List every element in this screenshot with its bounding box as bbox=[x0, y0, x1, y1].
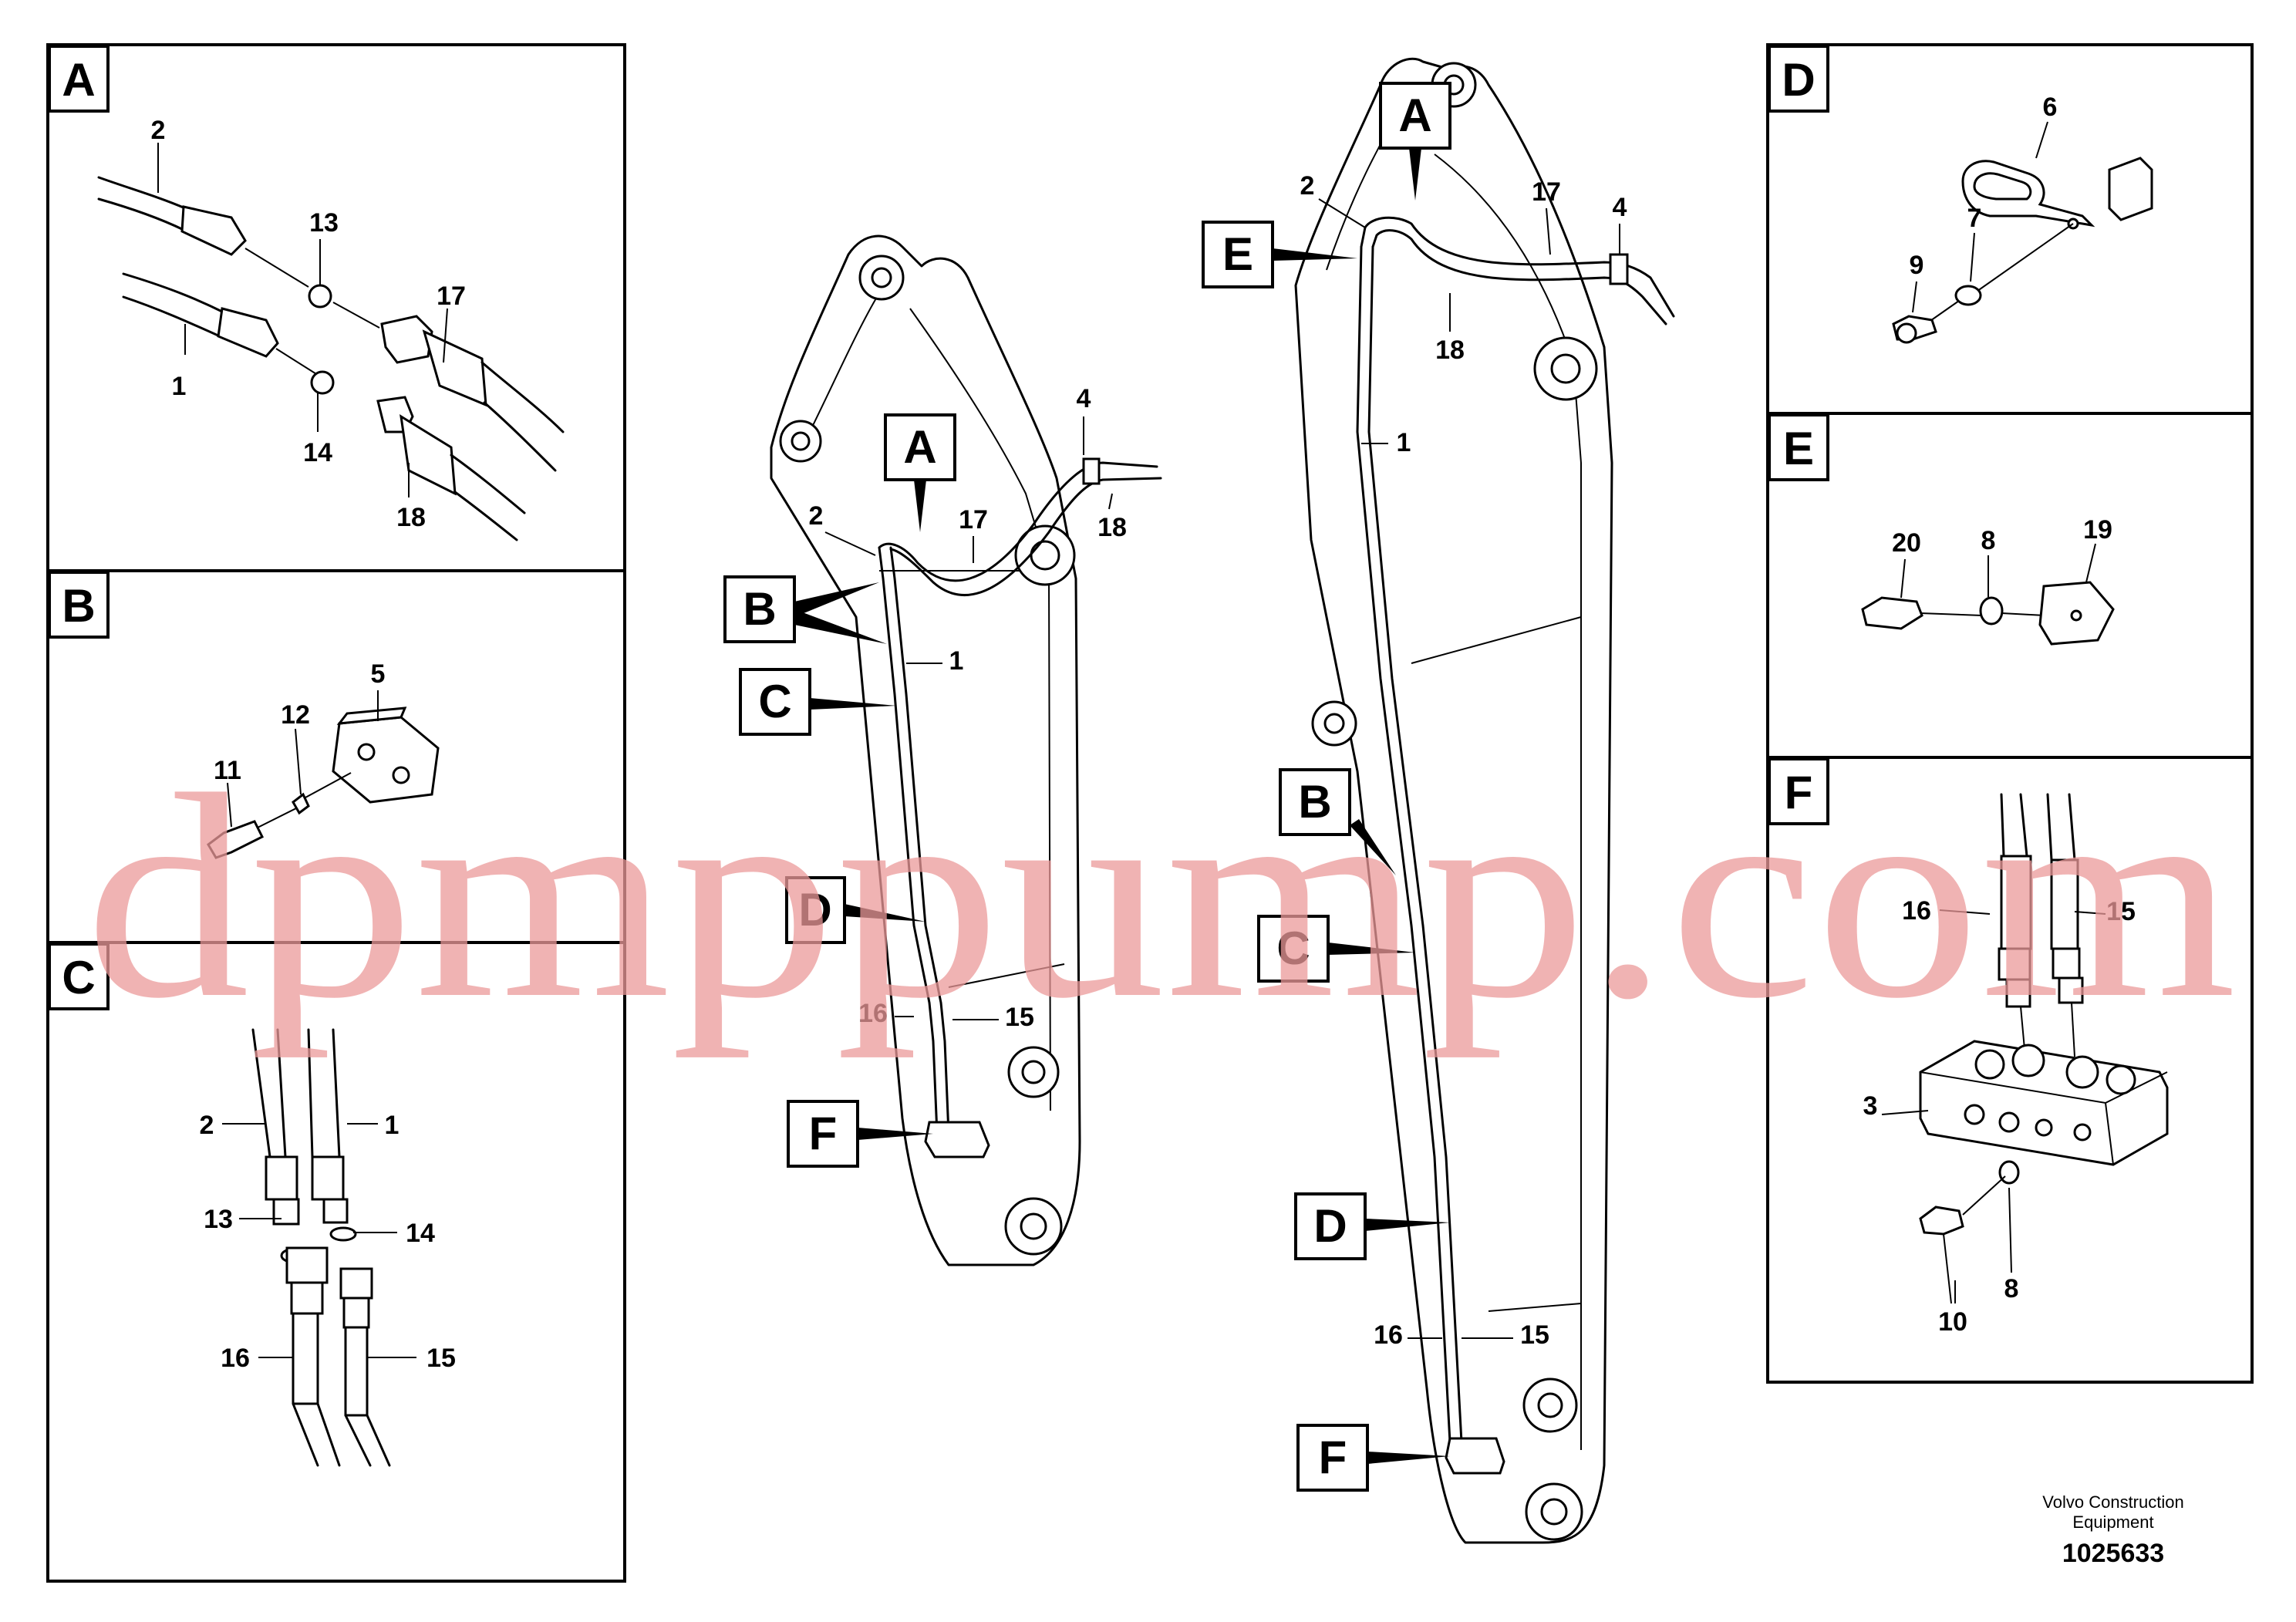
arm-left: A B C D F 4 2 17 18 bbox=[723, 234, 1162, 1266]
arm-left-label-17: 17 bbox=[959, 505, 988, 534]
arm-right-label-4: 4 bbox=[1613, 193, 1627, 222]
label-f-8: 8 bbox=[2004, 1274, 2019, 1303]
arm-left-label-2: 2 bbox=[809, 501, 824, 531]
panel-b: B 5 12 11 bbox=[46, 569, 626, 944]
arm-right: A E B C D F 2 17 bbox=[1202, 57, 1675, 1544]
label-e-19: 19 bbox=[2083, 515, 2112, 545]
washer-14-icon bbox=[310, 370, 335, 395]
label-c-13: 13 bbox=[204, 1205, 233, 1234]
label-e-20: 20 bbox=[1892, 528, 1921, 558]
label-f-15: 15 bbox=[2106, 897, 2136, 926]
arm-left-tag-f: F bbox=[787, 1100, 933, 1168]
label-b-12: 12 bbox=[281, 700, 310, 730]
label-c-14: 14 bbox=[406, 1219, 435, 1248]
label-b-5: 5 bbox=[371, 659, 386, 689]
label-a-18: 18 bbox=[396, 503, 426, 532]
label-d-7: 7 bbox=[1967, 204, 1982, 233]
label-e-8: 8 bbox=[1981, 526, 1996, 555]
footer-brand-line2: Equipment bbox=[2072, 1512, 2153, 1532]
o-ring-14-icon bbox=[329, 1226, 357, 1242]
arm-right-tag-c: C bbox=[1257, 915, 1415, 983]
label-a-17: 17 bbox=[437, 282, 466, 311]
panel-f-tag: F bbox=[1785, 767, 1813, 818]
label-b-11: 11 bbox=[214, 756, 241, 785]
arm-right-tag-b: B bbox=[1279, 768, 1396, 875]
panel-c: C 2 1 13 14 16 15 bbox=[46, 941, 626, 1583]
arm-left-tag-c: C bbox=[739, 668, 896, 736]
arm-right-label-18: 18 bbox=[1435, 336, 1465, 365]
footer-drawing-number: 1025633 bbox=[2062, 1539, 2164, 1568]
arm-right-label-16: 16 bbox=[1374, 1320, 1403, 1350]
arm-left-label-1: 1 bbox=[949, 646, 964, 676]
panel-e-tag: E bbox=[1783, 423, 1814, 474]
svg-text:E: E bbox=[1222, 228, 1253, 280]
svg-text:D: D bbox=[1313, 1200, 1347, 1252]
label-c-16: 16 bbox=[221, 1344, 250, 1373]
arm-right-tag-e: E bbox=[1202, 221, 1357, 288]
svg-text:F: F bbox=[1319, 1431, 1347, 1483]
arm-right-label-17: 17 bbox=[1532, 177, 1561, 207]
label-f-16: 16 bbox=[1902, 896, 1931, 926]
watermark: dpmppump.com bbox=[85, 734, 2237, 1059]
washer-7-icon bbox=[1954, 285, 1982, 306]
arm-left-label-15: 15 bbox=[1005, 1003, 1034, 1032]
arm-left-label-4: 4 bbox=[1077, 384, 1091, 413]
svg-text:A: A bbox=[1398, 89, 1431, 141]
footer-brand-line1: Volvo Construction bbox=[2042, 1492, 2183, 1512]
svg-text:D: D bbox=[798, 884, 831, 936]
arm-right-tag-f: F bbox=[1296, 1424, 1450, 1492]
arm-left-tag-b: B bbox=[723, 575, 887, 644]
svg-text:A: A bbox=[903, 421, 936, 473]
panel-d-tag: D bbox=[1782, 54, 1815, 106]
arm-left-label-18: 18 bbox=[1097, 513, 1127, 542]
panel-d: D 6 7 9 bbox=[1766, 43, 2254, 415]
panel-f: F 16 15 3 10 8 bbox=[1766, 756, 2254, 1384]
washer-8-icon bbox=[1998, 1160, 2020, 1185]
washer-13-icon bbox=[308, 284, 332, 309]
svg-text:C: C bbox=[1276, 922, 1310, 974]
svg-text:C: C bbox=[758, 676, 791, 727]
label-a-14: 14 bbox=[303, 438, 332, 467]
label-c-2: 2 bbox=[200, 1111, 214, 1140]
label-d-9: 9 bbox=[1910, 251, 1924, 280]
arm-right-label-15: 15 bbox=[1520, 1320, 1549, 1350]
arm-right-label-2: 2 bbox=[1300, 171, 1315, 201]
label-c-1: 1 bbox=[385, 1111, 400, 1140]
label-a-2: 2 bbox=[151, 116, 166, 145]
arm-left-tag-a: A bbox=[884, 413, 956, 532]
panel-a-tag: A bbox=[62, 54, 95, 106]
svg-text:B: B bbox=[743, 583, 776, 635]
arm-left-label-16: 16 bbox=[858, 999, 888, 1028]
washer-8-icon bbox=[1979, 596, 2004, 626]
svg-text:B: B bbox=[1298, 776, 1331, 828]
arm-right-tag-d: D bbox=[1294, 1192, 1450, 1260]
label-f-3: 3 bbox=[1863, 1091, 1878, 1121]
label-c-15: 15 bbox=[426, 1344, 456, 1373]
panel-e: E 20 8 19 bbox=[1766, 412, 2254, 759]
label-a-1: 1 bbox=[172, 372, 187, 401]
label-d-6: 6 bbox=[2043, 93, 2058, 122]
panel-b-tag: B bbox=[62, 580, 95, 632]
svg-text:F: F bbox=[809, 1108, 838, 1159]
panel-a: A 2 13 17 1 14 18 bbox=[46, 43, 626, 572]
arm-right-label-1: 1 bbox=[1397, 428, 1411, 457]
arm-right-tag-a: A bbox=[1379, 82, 1451, 201]
panel-c-tag: C bbox=[62, 952, 95, 1003]
label-a-13: 13 bbox=[309, 208, 339, 238]
label-f-10: 10 bbox=[1938, 1307, 1967, 1337]
arm-left-tag-d: D bbox=[785, 876, 925, 944]
